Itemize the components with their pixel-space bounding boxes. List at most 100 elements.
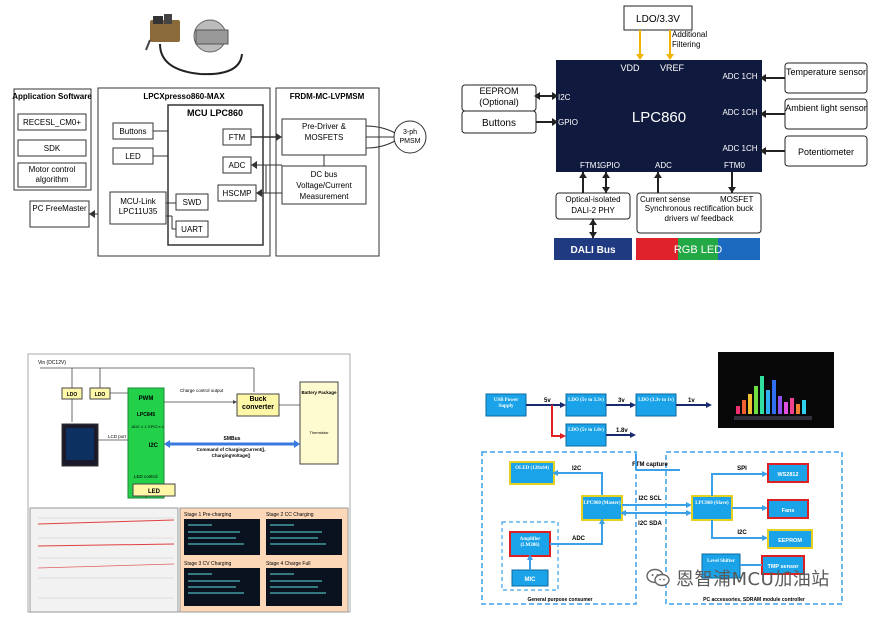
dali-bus-bar bbox=[554, 238, 632, 260]
watermark-text: 恩智浦MCU加油站 bbox=[676, 569, 830, 590]
ldo-5v-3v3-box: LDO (5v to 3.3v) bbox=[568, 398, 604, 403]
adc-bottom-pin: ADC bbox=[655, 161, 672, 170]
led-label: LED bbox=[148, 489, 161, 495]
v18-label: 1.8v bbox=[616, 428, 628, 434]
charging-waveform-graph bbox=[29, 507, 179, 613]
lcd-port-label: LCD port bbox=[108, 434, 127, 439]
tmp-sensor-box: TMP sensor bbox=[767, 564, 799, 570]
lighting-controller-diagram: LDO/3.3V Additional Filtering VDD VREF L… bbox=[461, 5, 868, 260]
charge-control-label: Charge control output bbox=[180, 388, 224, 393]
pmsm-line1: 3-ph bbox=[403, 129, 417, 136]
stage-2-label: Stage 2 CC Charging bbox=[266, 512, 314, 518]
pwm-label: PWM bbox=[139, 396, 154, 402]
stage-3-label: Stage 3 CV Charging bbox=[184, 561, 231, 567]
rgb-led-label: RGB LED bbox=[674, 244, 722, 256]
lpc860-slave-box: LPC860 (Slave) bbox=[695, 501, 729, 506]
dcbus-label: DC bus Voltage/Current Measurement bbox=[296, 170, 352, 201]
pmsm-line2: PMSM bbox=[400, 138, 421, 145]
led-control-label: LED control bbox=[134, 474, 158, 479]
ldo-2-label: LDO bbox=[95, 392, 106, 398]
usb-power-box: USB Power Supply bbox=[493, 398, 519, 409]
potentiometer-box: Potentiometer bbox=[798, 147, 854, 157]
smbus-label: SMBus bbox=[224, 436, 241, 442]
sdk-label: SDK bbox=[44, 144, 61, 153]
watermark: 恩智浦MCU加油站 bbox=[646, 563, 868, 593]
command-label: Command of ChargingCurrent(), ChargingVo… bbox=[196, 447, 266, 458]
motor-control-diagram: Application Software RECESL_CM0+ SDK Mot… bbox=[12, 14, 427, 257]
temperature-sensor-box: Temperature sensor bbox=[785, 67, 867, 77]
lpc845-block bbox=[127, 387, 165, 499]
i2c-label: I2C bbox=[149, 443, 159, 449]
ldo-5v-1v8-box: LDO (5v to 1.8v) bbox=[568, 428, 604, 433]
dali-bus-label: DALI Bus bbox=[571, 245, 616, 256]
sync-rect-label: Synchronous rectification buck drivers w… bbox=[644, 204, 754, 223]
lpc845-label: LPC845 bbox=[137, 412, 156, 418]
general-consumer-group bbox=[481, 451, 637, 605]
v5-label: 5v bbox=[544, 398, 551, 404]
general-consumer-label: General purpose consumer bbox=[527, 597, 592, 603]
eeprom-box: EEPROM (Optional) bbox=[479, 86, 519, 107]
i2c-a-label: I2C bbox=[572, 466, 582, 472]
battery-charger-diagram: Vin (DC12V) LDO LDO PWM LPC845 ADC x 1 G… bbox=[27, 353, 351, 613]
dali-phy-box: Optical-isolated DALI-2 PHY bbox=[565, 195, 621, 215]
i2c-sda-label: I2C SDA bbox=[638, 521, 662, 527]
amplifier-box: Amplifier (LM386) bbox=[519, 537, 541, 548]
adc-label: ADC bbox=[229, 161, 246, 170]
vin-label: Vin (DC12V) bbox=[38, 360, 66, 366]
lpcxpresso-title: LPCXpresso860-MAX bbox=[143, 92, 225, 101]
ftm1-pin: FTM1 bbox=[580, 161, 601, 170]
frdm-title: FRDM-MC-LVPMSM bbox=[290, 92, 365, 101]
mic-box: MIC bbox=[525, 577, 537, 583]
motor-control-label: Motor control algorithm bbox=[28, 165, 76, 184]
mosfet-label: MOSFET bbox=[720, 195, 753, 204]
adc-gpio-label: ADC x 1 GPIO x 1 bbox=[131, 424, 164, 429]
adc-label: ADC bbox=[572, 536, 586, 542]
i2c-b-label: I2C bbox=[737, 530, 747, 536]
ldo-3v3-1v-box: LDO (3.3v to 1v) bbox=[638, 398, 674, 403]
fans-box: Fans bbox=[782, 508, 795, 514]
ftm-capture-label: FTM capture bbox=[632, 462, 668, 468]
ftm0-pin: FTM0 bbox=[724, 161, 745, 170]
oled-box: OLED (128x64) bbox=[515, 466, 549, 471]
pc-freemaster-label: PC FreeMaster bbox=[32, 204, 87, 213]
swd-label: SWD bbox=[183, 198, 202, 207]
mcu-link-label: MCU-Link LPC11U35 bbox=[118, 197, 158, 216]
buck-converter-label: Buck converter bbox=[242, 396, 274, 411]
level-shifter-box: Level Shifter bbox=[707, 559, 735, 564]
chip-name: LPC860 bbox=[632, 109, 686, 126]
hscmp-label: HSCMP bbox=[223, 189, 252, 198]
led-label: LED bbox=[125, 152, 141, 161]
buttons-box: Buttons bbox=[482, 118, 516, 129]
eeprom-box: EEPROM bbox=[778, 538, 802, 544]
adc-1ch-b: ADC 1CH bbox=[722, 108, 758, 117]
thermistor-label: Thermistor bbox=[309, 430, 329, 435]
additional-filtering-label: Additional Filtering bbox=[672, 30, 708, 49]
spectrum-system-diagram: USB Power Supply 5v LDO (5v to 3.3v) 3v … bbox=[481, 352, 843, 605]
ftm-label: FTM bbox=[229, 133, 246, 142]
uart-label: UART bbox=[181, 225, 203, 234]
buttons-label: Buttons bbox=[119, 127, 146, 136]
stage-1-label: Stage 1 Pre-charging bbox=[184, 512, 231, 518]
app-software-title: Application Software bbox=[12, 92, 92, 101]
spi-label: SPI bbox=[737, 466, 747, 472]
spectrum-display-photo bbox=[718, 352, 834, 428]
rgb-led-bar bbox=[636, 238, 760, 260]
gpio-bottom-pin: GPIO bbox=[600, 161, 620, 170]
mcu-title: MCU LPC860 bbox=[187, 108, 243, 118]
pc-accessories-label: PC accessories, SDRAM module controller bbox=[703, 597, 805, 603]
battery-pack bbox=[299, 381, 339, 465]
battery-label: Battery Package bbox=[301, 390, 337, 395]
v33-label: 3v bbox=[618, 398, 625, 404]
pc-accessories-group bbox=[665, 451, 843, 605]
i2c-scl-label: I2C SCL bbox=[638, 496, 661, 502]
adc-1ch-a: ADC 1CH bbox=[722, 72, 758, 81]
ambient-sensor-box: Ambient light sensor bbox=[785, 103, 867, 113]
lpc860-master-box: LPC860 (Master) bbox=[583, 501, 621, 506]
motor-board-photo bbox=[145, 14, 243, 76]
predriver-label: Pre-Driver & MOSFETS bbox=[301, 122, 346, 142]
adc-1ch-c: ADC 1CH bbox=[722, 144, 758, 153]
ldo-1-label: LDO bbox=[67, 392, 78, 398]
v1-label: 1v bbox=[688, 398, 695, 404]
vref-label: VREF bbox=[660, 63, 685, 73]
current-sense-label: Current sense bbox=[640, 195, 691, 204]
